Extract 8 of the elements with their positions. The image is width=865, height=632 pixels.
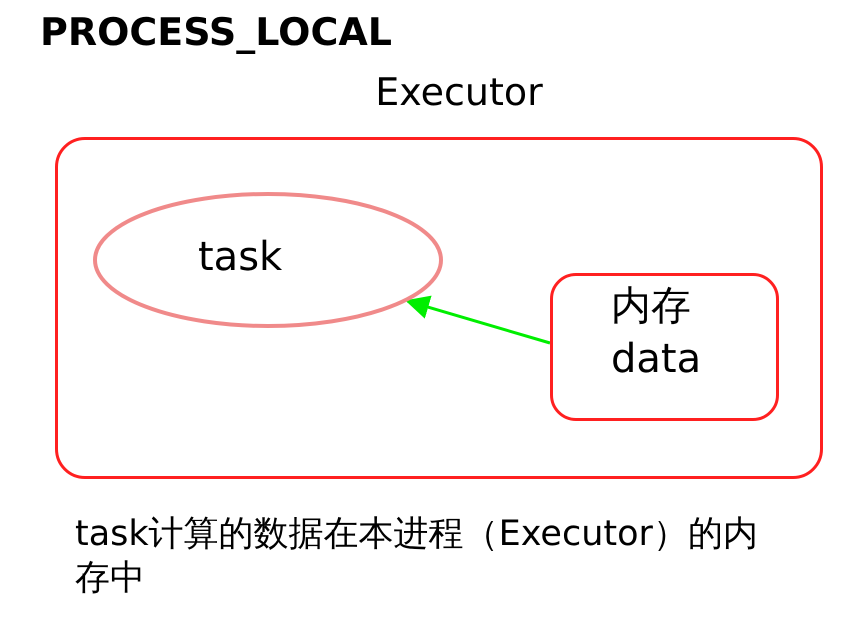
title: PROCESS_LOCAL — [40, 10, 392, 54]
node-label: data — [611, 336, 702, 382]
caption: task计算的数据在本进程（Executor）的内存中 — [75, 513, 759, 600]
memory-box — [550, 273, 779, 421]
arrow — [405, 296, 550, 344]
node-label: 内存 — [611, 282, 691, 331]
node-label: task — [198, 234, 282, 280]
box-heading: Executor — [374, 70, 544, 114]
